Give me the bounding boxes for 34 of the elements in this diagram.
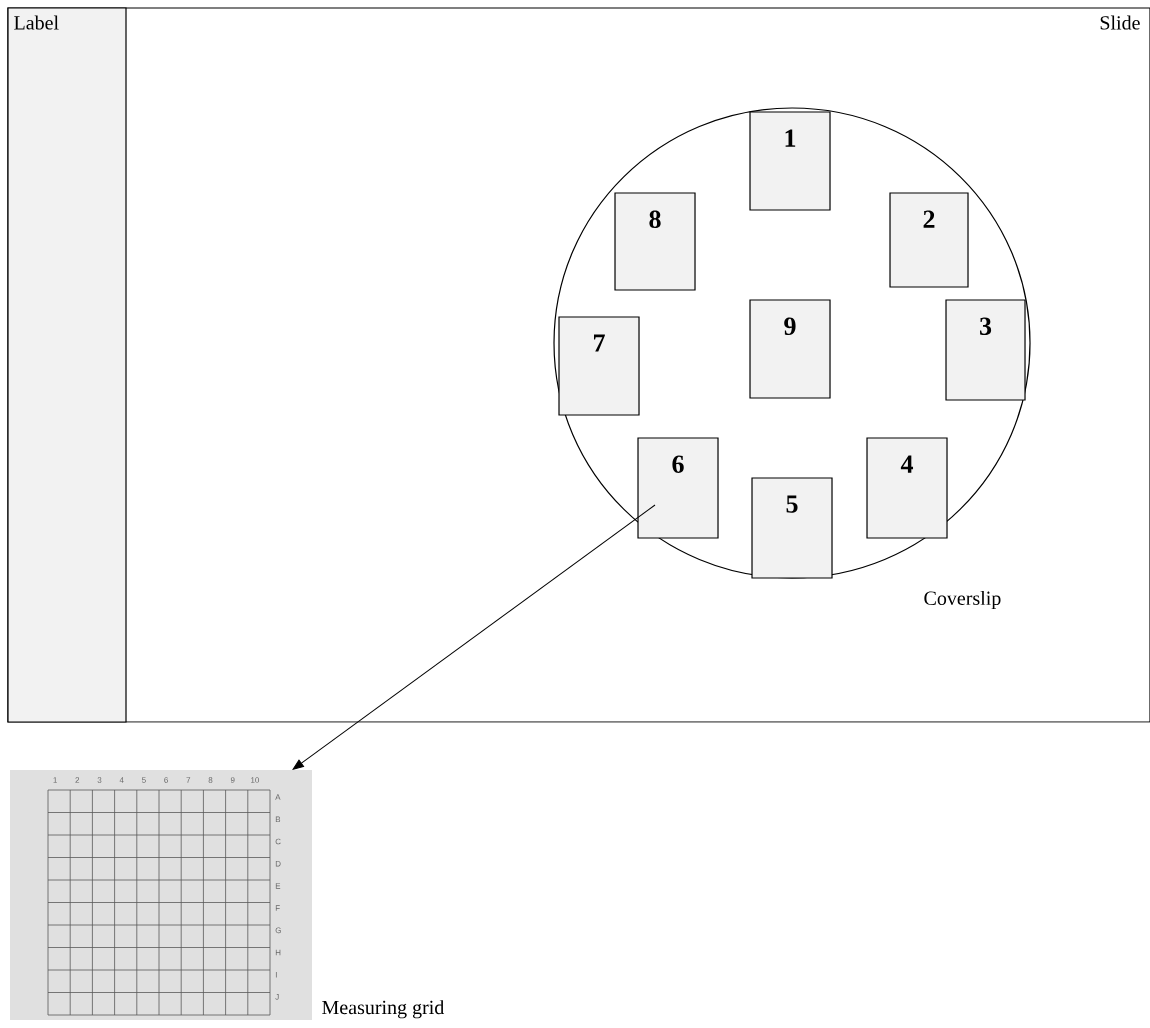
field-box: 8 bbox=[614, 192, 696, 291]
field-box: 1 bbox=[749, 111, 831, 211]
grid-caption: Measuring grid bbox=[322, 1000, 445, 1019]
field-box: 2 bbox=[889, 192, 969, 288]
node-label: 5 bbox=[141, 777, 146, 783]
field-box: 4 bbox=[866, 437, 948, 539]
node-label: 6 bbox=[164, 777, 168, 783]
field-box: 6 bbox=[637, 437, 719, 539]
node-label: F bbox=[275, 905, 280, 911]
field-box: 3 bbox=[945, 299, 1026, 401]
field-box: 7 bbox=[558, 316, 640, 416]
node-label: H bbox=[275, 949, 281, 956]
field-box: 5 bbox=[751, 477, 833, 579]
node-label: A bbox=[275, 794, 281, 800]
node-label: G bbox=[275, 927, 281, 934]
node-label: 9 bbox=[230, 777, 235, 783]
node-label: 10 bbox=[251, 777, 260, 783]
measuring-grid-drawing: 1 2 3 4 5 6 7 8 9 10 A B C D E F G H I J bbox=[10, 770, 312, 1020]
node-label: 3 bbox=[97, 777, 102, 783]
node-label: B bbox=[275, 816, 281, 823]
field-box: 9 bbox=[749, 299, 831, 399]
node-label: D bbox=[275, 860, 281, 867]
node-label: 8 bbox=[208, 777, 213, 783]
node-label: 4 bbox=[119, 777, 124, 783]
node-label: 2 bbox=[75, 777, 80, 783]
label-band: Label bbox=[7, 7, 127, 723]
node-label: 7 bbox=[186, 777, 191, 783]
node-label: J bbox=[275, 994, 279, 1000]
node-label: I bbox=[275, 971, 277, 978]
coverslip-label: Coverslip bbox=[924, 590, 1001, 610]
node-label: 1 bbox=[53, 777, 57, 783]
slide-label: Slide bbox=[1100, 15, 1140, 30]
node-label: E bbox=[275, 883, 281, 889]
node-label: C bbox=[275, 838, 281, 845]
